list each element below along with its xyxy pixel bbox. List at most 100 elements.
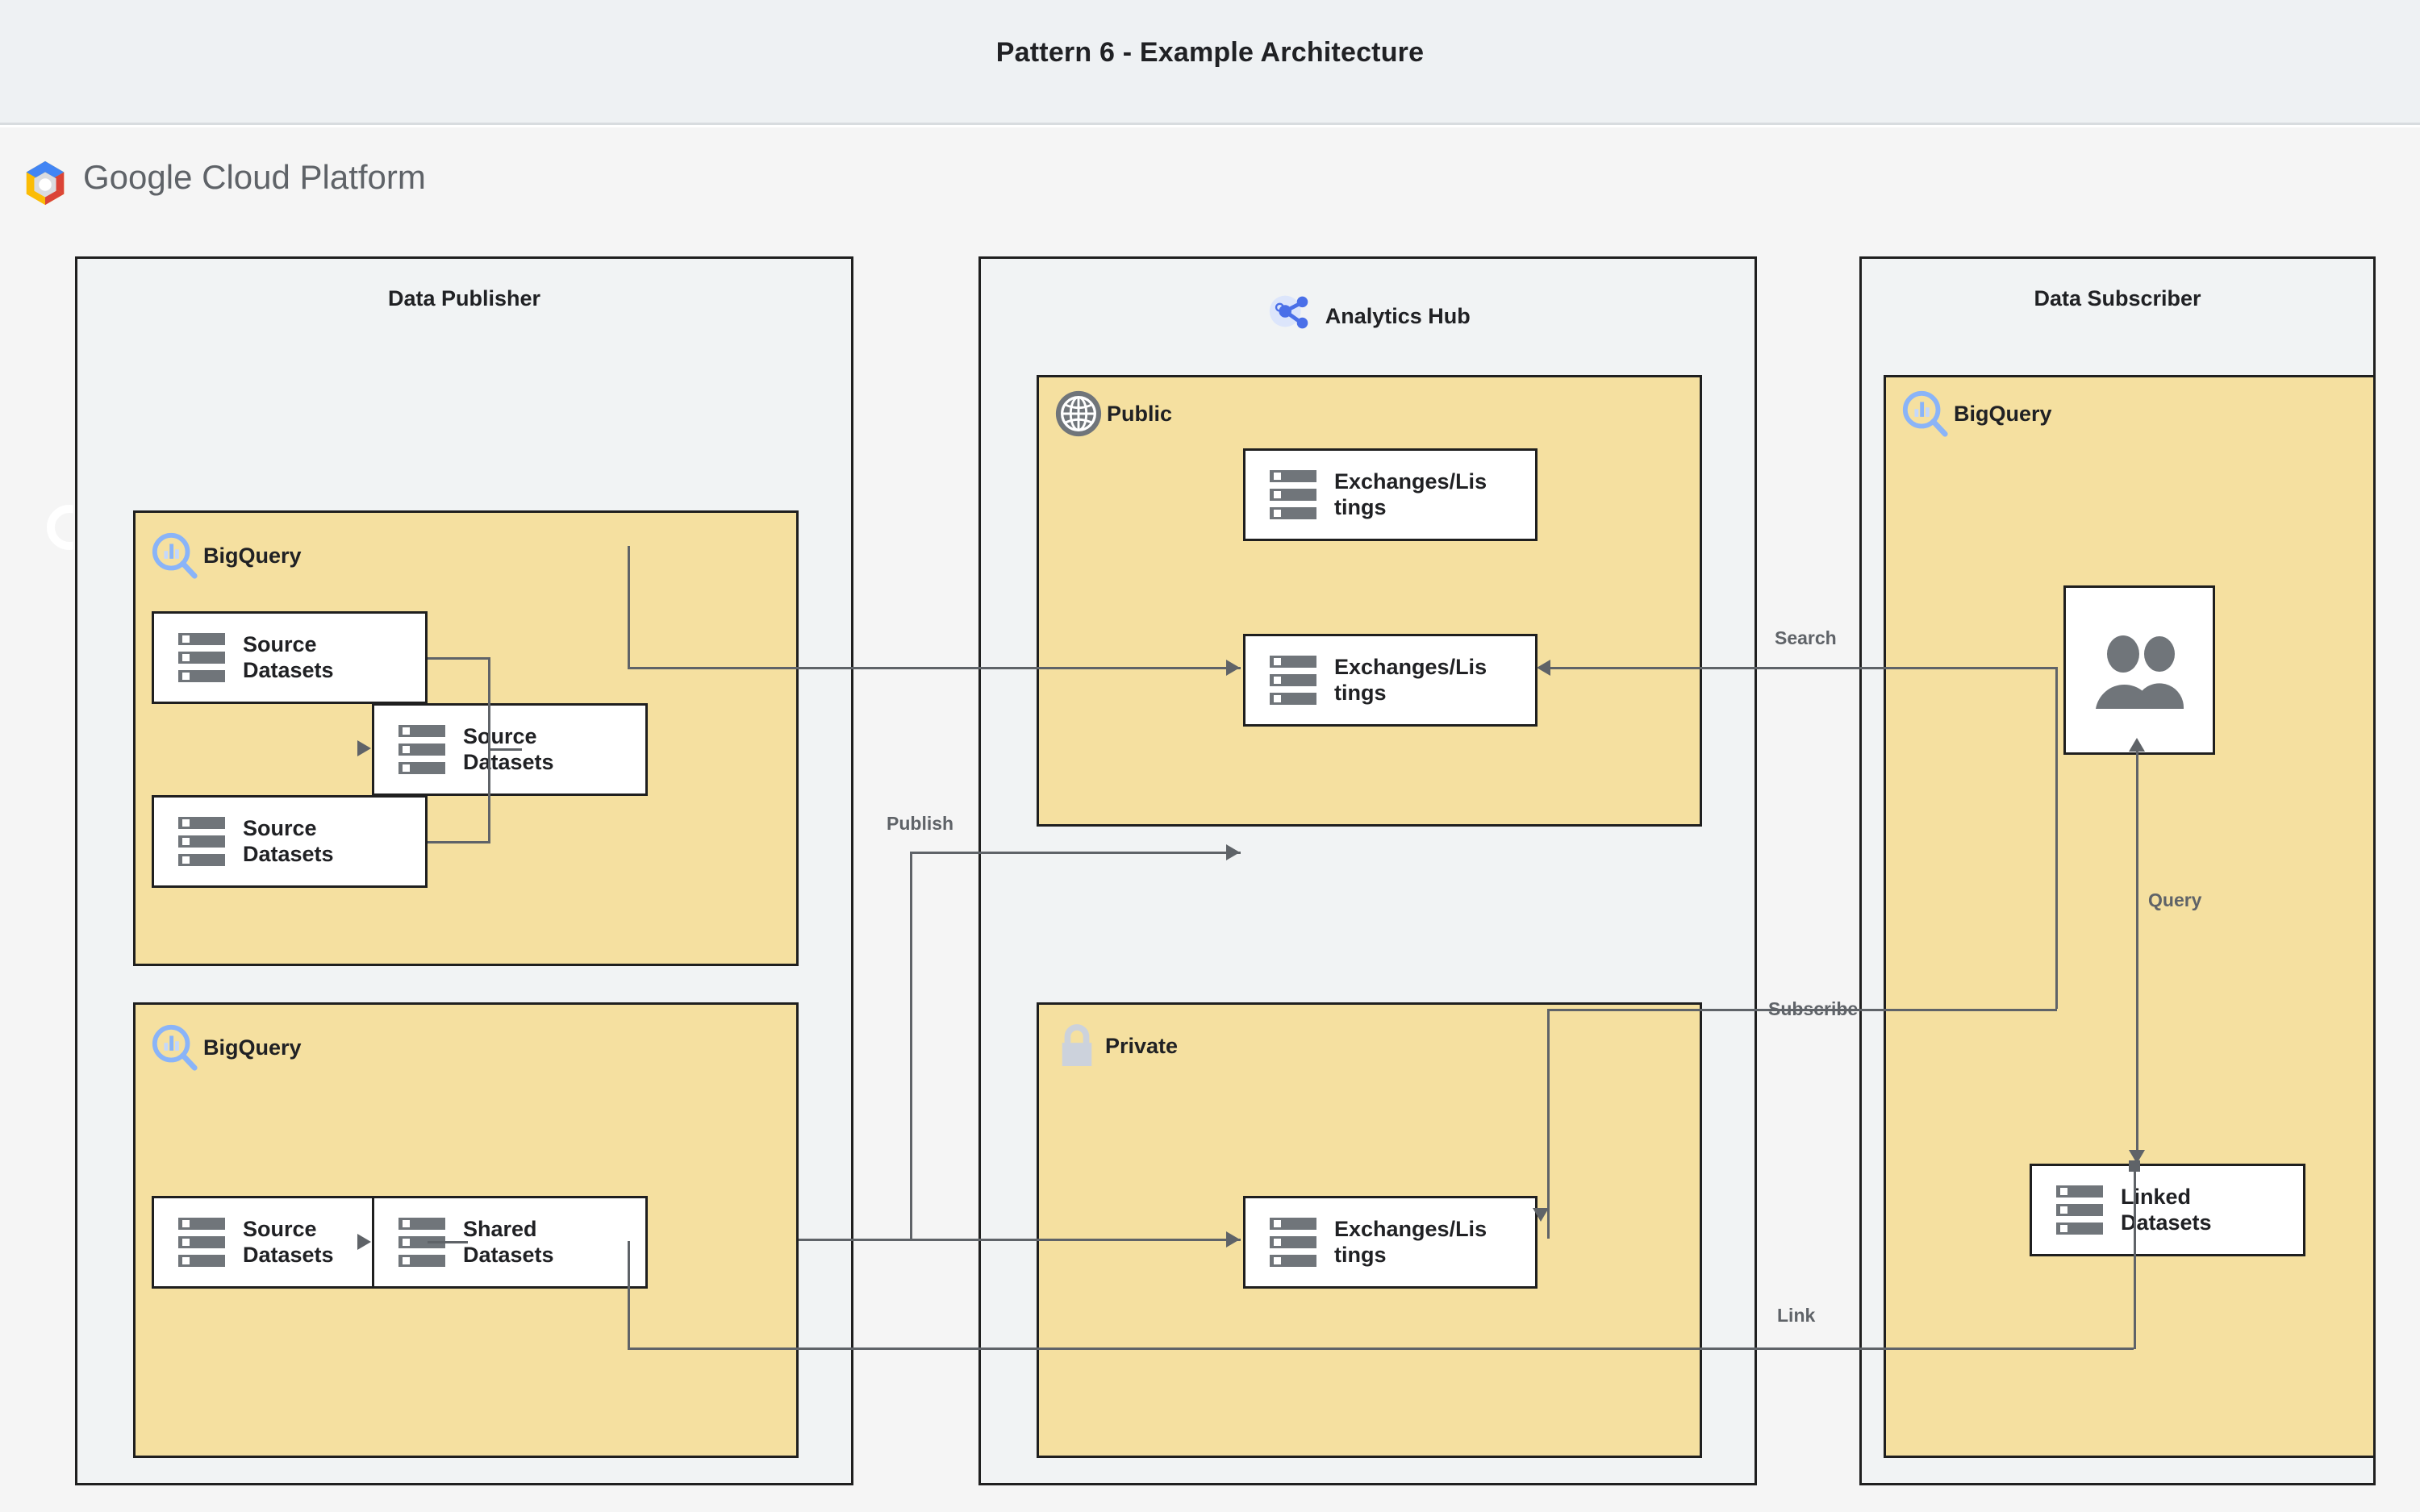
group-label-bigquery: BigQuery — [1901, 389, 2052, 439]
group-publisher-bigquery-bottom: BigQuery Source Datasets Shared Datasets — [133, 1002, 799, 1458]
bigquery-magnifier-icon — [152, 532, 198, 579]
wire-query — [2136, 748, 2138, 1166]
datasets-icon — [178, 816, 225, 867]
node-label-line2: tings — [1334, 494, 1387, 519]
group-label-bigquery: BigQuery — [150, 1023, 302, 1073]
node-label-line2: tings — [1334, 680, 1387, 705]
group-label-public: Public — [1054, 389, 1172, 439]
group-label-text: BigQuery — [203, 543, 302, 568]
node-exchanges-listings-public-2[interactable]: Exchanges/Lis tings — [1243, 634, 1538, 727]
node-source-datasets-b[interactable]: Source Datasets — [152, 795, 428, 888]
group-label-text: Private — [1105, 1033, 1179, 1058]
edge-label-publish: Publish — [887, 813, 954, 834]
datasets-icon — [398, 724, 445, 775]
arrow-query-up — [2129, 738, 2145, 752]
wire-shared-to-private-exchange — [799, 1239, 1241, 1241]
wire-src-b-out — [428, 841, 490, 843]
node-label-line1: Shared — [463, 1216, 537, 1241]
title-band: Pattern 6 - Example Architecture — [0, 0, 2420, 125]
wire-link-endpoint — [2129, 1160, 2140, 1172]
gcp-logo-text: Google Cloud Platform — [83, 158, 426, 197]
group-label-text: Public — [1107, 401, 1173, 426]
node-label-line1: Source — [463, 723, 537, 748]
group-publisher-bigquery-top: BigQuery Source Datasets Source Datasets — [133, 510, 799, 966]
node-label: Exchanges/Lis tings — [1334, 469, 1496, 521]
diagram-canvas: Google Cloud Platform Data Publisher Big… — [0, 127, 2420, 1512]
zone-title-data-subscriber: Data Subscriber — [2034, 286, 2201, 310]
node-users[interactable] — [2063, 585, 2215, 755]
group-label-private: Private — [1057, 1023, 1178, 1069]
datasets-icon — [1270, 1217, 1316, 1268]
wire-src-a-out — [428, 657, 490, 660]
node-exchanges-listings-private[interactable]: Exchanges/Lis tings — [1243, 1196, 1538, 1289]
group-label-bigquery: BigQuery — [150, 531, 302, 581]
node-label-line2: Datasets — [243, 841, 334, 866]
wire-source-to-shared — [428, 1241, 468, 1243]
gcp-hexagon-icon — [26, 160, 65, 206]
node-label-line2: tings — [1334, 1242, 1387, 1267]
node-label: Source Datasets — [243, 1217, 404, 1268]
gcp-logo: Google Cloud Platform — [20, 153, 472, 218]
arrow-into-source-middle — [357, 740, 371, 756]
wire-link-drop — [628, 1241, 630, 1347]
page-title: Pattern 6 - Example Architecture — [995, 37, 1425, 68]
wire-subscribe-drop — [1547, 1009, 1550, 1239]
zone-title-text: Analytics Hub — [1325, 304, 1471, 328]
wire-publish-riser-top — [628, 546, 630, 669]
node-label-line1: Exchanges/Lis — [1334, 469, 1487, 494]
node-label-line1: Exchanges/Lis — [1334, 1216, 1487, 1241]
wire-publish-to-exchange-1 — [628, 667, 1241, 669]
datasets-icon — [2056, 1185, 2103, 1235]
group-hub-private: Private Exchanges/Lis tings — [1037, 1002, 1702, 1458]
edge-label-link: Link — [1777, 1305, 1816, 1326]
edge-label-search: Search — [1775, 627, 1837, 648]
decorative-circle — [47, 505, 73, 550]
node-label-line1: Source — [243, 1216, 317, 1241]
node-label: Linked Datasets — [2121, 1185, 2282, 1236]
wire-subscribe — [1547, 1009, 2057, 1011]
datasets-icon — [398, 1217, 445, 1268]
wire-link-riser — [2134, 1166, 2136, 1349]
arrow-into-linked — [2129, 1150, 2145, 1164]
users-icon — [2096, 635, 2184, 709]
node-label: Source Datasets — [463, 724, 624, 776]
node-shared-datasets[interactable]: Shared Datasets — [372, 1196, 648, 1289]
node-label-line1: Exchanges/Lis — [1334, 654, 1487, 679]
share-nodes-icon — [1270, 295, 1308, 329]
node-label: Exchanges/Lis tings — [1334, 1217, 1496, 1268]
node-linked-datasets[interactable]: Linked Datasets — [2030, 1164, 2305, 1256]
lock-icon — [1062, 1024, 1092, 1066]
zone-title-analytics-hub: Analytics Hub — [981, 286, 1754, 336]
node-label-line2: Datasets — [243, 657, 334, 682]
wire-publish-riser — [910, 852, 912, 1241]
zone-title-data-publisher: Data Publisher — [387, 286, 541, 310]
group-label-text: BigQuery — [203, 1035, 302, 1060]
arrow-search-left — [1537, 660, 1550, 676]
bigquery-magnifier-icon — [1902, 390, 1948, 437]
arrow-subscribe-down — [1533, 1208, 1549, 1222]
node-label: Shared Datasets — [463, 1217, 624, 1268]
arrow-into-exchange-2 — [1226, 844, 1240, 860]
arrow-into-exchange-3 — [1226, 1231, 1240, 1248]
node-exchanges-listings-public-1[interactable]: Exchanges/Lis tings — [1243, 448, 1538, 541]
wire-merge-to-middle — [488, 748, 522, 751]
edge-label-subscribe: Subscribe — [1768, 998, 1859, 1019]
node-label: Exchanges/Lis tings — [1334, 655, 1496, 706]
group-label-text: BigQuery — [1954, 401, 2052, 426]
node-label: Source Datasets — [243, 816, 404, 868]
gcp-logo-google: Google — [83, 158, 193, 196]
arrow-into-shared — [357, 1234, 371, 1250]
gcp-logo-cloud-platform: Cloud Platform — [202, 158, 426, 196]
wire-link — [628, 1347, 2134, 1350]
arrow-into-exchange-1 — [1226, 660, 1240, 676]
node-source-datasets-a[interactable]: Source Datasets — [152, 611, 428, 704]
node-label: Source Datasets — [243, 632, 404, 684]
datasets-icon — [178, 632, 225, 683]
title-divider — [0, 123, 2420, 125]
group-subscriber-bigquery: BigQuery Linked Datasets — [1884, 375, 2376, 1458]
node-label-line1: Source — [243, 815, 317, 840]
wire-search — [1547, 667, 2057, 669]
datasets-icon — [178, 1217, 225, 1268]
bigquery-magnifier-icon — [152, 1024, 198, 1071]
